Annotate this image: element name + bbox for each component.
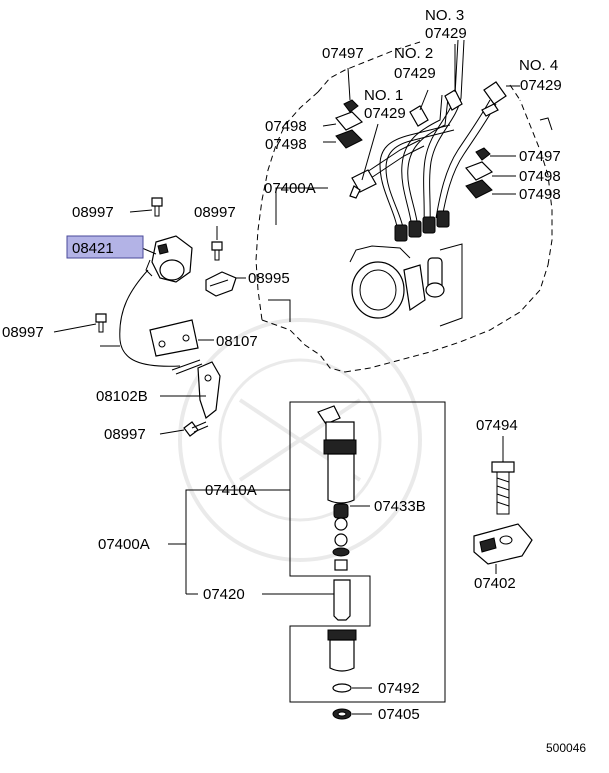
sensor-harness bbox=[119, 269, 181, 367]
engine-block-outline bbox=[255, 41, 553, 373]
nut-07497-right bbox=[475, 147, 491, 161]
label-07498-b: 07498 bbox=[265, 136, 307, 153]
label-08997-b: 08997 bbox=[194, 204, 236, 221]
label-07498-d: 07498 bbox=[519, 186, 561, 203]
nozzle-07420 bbox=[333, 579, 351, 621]
injector-breakdown-box bbox=[289, 401, 446, 703]
label-07497-top: 07497 bbox=[322, 45, 364, 62]
label-08997-a: 08997 bbox=[72, 204, 114, 221]
labels: NO. 3 07429 07497 NO. 2 07429 NO. 4 0742… bbox=[2, 7, 586, 755]
label-no3: NO. 3 bbox=[425, 7, 464, 24]
label-07494: 07494 bbox=[476, 417, 518, 434]
leader-lines bbox=[53, 44, 520, 715]
label-07429-no1: 07429 bbox=[364, 105, 406, 122]
clamp-07498-a bbox=[334, 111, 364, 131]
label-08995: 08995 bbox=[248, 270, 290, 287]
spring-07433B bbox=[332, 503, 350, 571]
injection-pump-housing bbox=[349, 245, 445, 319]
clamp-07402 bbox=[473, 523, 533, 565]
label-07498-a: 07498 bbox=[265, 118, 307, 135]
plate-08107 bbox=[149, 319, 199, 357]
stud-07494 bbox=[491, 461, 515, 515]
delivery-valve-holders bbox=[394, 210, 450, 242]
label-08997-c: 08997 bbox=[2, 324, 44, 341]
bolt-08997-a bbox=[151, 197, 163, 217]
label-08997-d: 08997 bbox=[104, 426, 146, 443]
label-08102B: 08102B bbox=[96, 388, 148, 405]
label-07420: 07420 bbox=[203, 586, 245, 603]
o-ring-07492 bbox=[332, 683, 352, 693]
bolt-08997-c bbox=[95, 313, 107, 333]
injector-holder-07410A bbox=[317, 405, 357, 504]
clamp-07498-b bbox=[335, 129, 363, 149]
nozzle-nut bbox=[327, 629, 357, 672]
label-08421[interactable]: 08421 bbox=[72, 240, 114, 257]
clamp-07498-d bbox=[465, 179, 493, 199]
bolt-08997-b bbox=[211, 241, 223, 261]
label-07400A-top: 07400A bbox=[264, 180, 316, 197]
watermark-emblem bbox=[178, 318, 422, 562]
label-07498-c: 07498 bbox=[519, 168, 561, 185]
label-07410A: 07410A bbox=[205, 482, 257, 499]
bracket-08995 bbox=[205, 271, 237, 297]
label-07429-no2: 07429 bbox=[394, 65, 436, 82]
label-no2: NO. 2 bbox=[394, 45, 433, 62]
sensor-08421 bbox=[145, 235, 193, 283]
label-07405: 07405 bbox=[378, 706, 420, 723]
label-07497-right: 07497 bbox=[519, 148, 561, 165]
label-07433B: 07433B bbox=[374, 498, 426, 515]
label-07429-no4: 07429 bbox=[520, 77, 562, 94]
nozzle-no1 bbox=[349, 169, 377, 199]
label-07429-no3: 07429 bbox=[425, 25, 467, 42]
bracket-08102B bbox=[171, 359, 221, 420]
nozzle-no2-no3 bbox=[409, 89, 463, 127]
label-07402: 07402 bbox=[474, 575, 516, 592]
clamp-07498-c bbox=[464, 161, 494, 181]
diagram-id: 500046 bbox=[546, 741, 586, 755]
label-no1: NO. 1 bbox=[364, 87, 403, 104]
label-07492: 07492 bbox=[378, 680, 420, 697]
highlight-08421 bbox=[66, 235, 144, 259]
bolt-08997-d bbox=[183, 421, 209, 437]
nut-07497-top bbox=[343, 99, 359, 113]
label-07400A-bottom: 07400A bbox=[98, 536, 150, 553]
label-no4: NO. 4 bbox=[519, 57, 558, 74]
nozzle-no4 bbox=[481, 81, 507, 117]
label-08107: 08107 bbox=[216, 333, 258, 350]
washer-07405 bbox=[332, 708, 352, 720]
